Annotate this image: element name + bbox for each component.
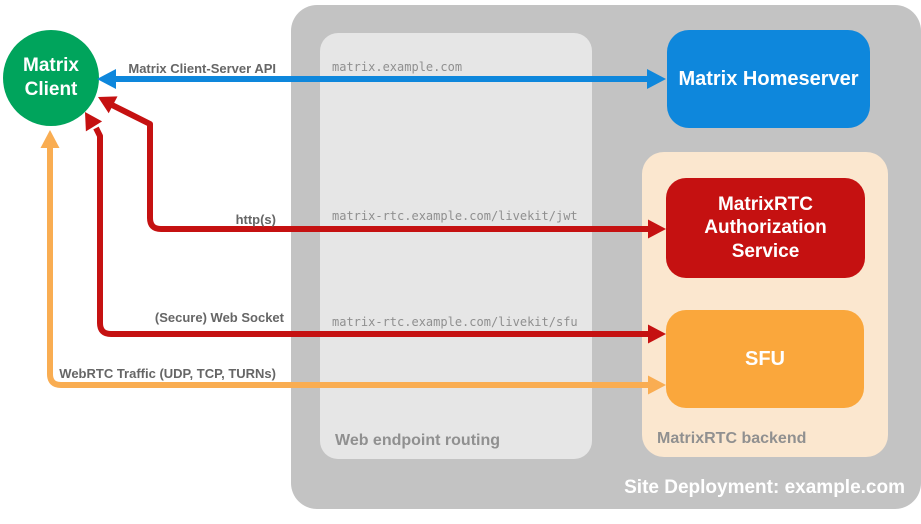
matrix-client-node: Matrix Client — [3, 30, 99, 126]
endpoint-livekit-jwt: matrix-rtc.example.com/livekit/jwt — [332, 209, 578, 223]
sfu-node: SFU — [666, 310, 864, 408]
matrixrtc-backend-label: MatrixRTC backend — [657, 430, 807, 447]
web-endpoint-routing-panel: Web endpoint routing — [320, 33, 592, 459]
matrix-homeserver-label: Matrix Homeserver — [678, 67, 859, 90]
site-deployment-label: Site Deployment: example.com — [624, 477, 905, 498]
matrixrtc-auth-service-label: MatrixRTC Authorization Service — [704, 194, 827, 262]
sfu-label: SFU — [745, 347, 785, 370]
https-arrow-label: http(s) — [235, 212, 276, 227]
websocket-arrow-label: (Secure) Web Socket — [154, 310, 284, 325]
web-endpoint-routing-label: Web endpoint routing — [335, 432, 501, 449]
websocket-arrowhead-client — [85, 112, 103, 132]
webrtc-traffic-arrowhead-client — [40, 130, 60, 148]
matrixrtc-auth-service-node: MatrixRTC Authorization Service — [666, 178, 865, 278]
endpoint-livekit-sfu: matrix-rtc.example.com/livekit/sfu — [332, 315, 578, 329]
client-server-api-arrow-label: Matrix Client-Server API — [128, 61, 276, 76]
matrix-homeserver-node: Matrix Homeserver — [667, 30, 870, 128]
matrix-client-label: Matrix Client — [23, 55, 79, 100]
https-arrowhead-client — [98, 96, 118, 114]
webrtc-traffic-arrow-label: WebRTC Traffic (UDP, TCP, TURNs) — [59, 366, 276, 381]
endpoint-matrix: matrix.example.com — [332, 60, 463, 74]
